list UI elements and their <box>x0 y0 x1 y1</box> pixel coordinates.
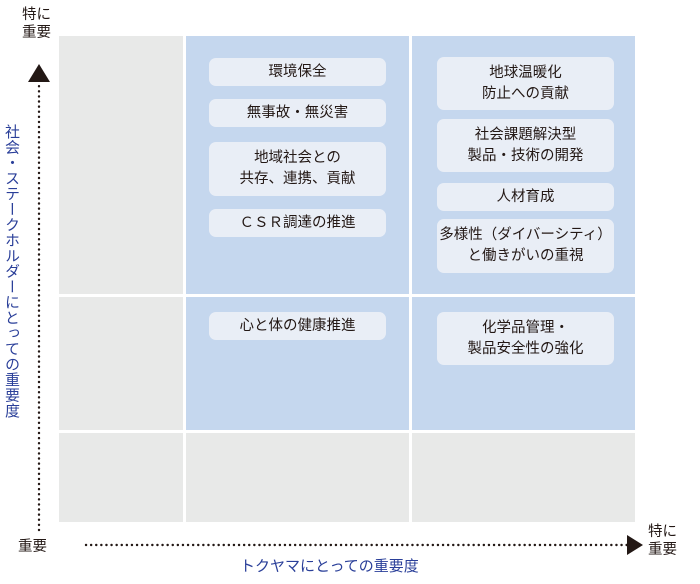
topic-global-warming: 地球温暖化 防止への貢献 <box>437 57 614 110</box>
y-axis-high-label: 特に 重要 <box>22 7 51 41</box>
cell-bottom-right <box>412 433 635 522</box>
topic-community: 地域社会との 共存、連携、貢献 <box>209 142 386 196</box>
x-axis-low-label: 重要 <box>18 539 47 555</box>
y-axis-title: 社会・ステークホルダーにとっての重要度 <box>3 124 21 419</box>
x-axis-arrow <box>84 535 643 555</box>
topic-human-resources: 人材育成 <box>437 183 614 211</box>
cell-top-left <box>59 36 183 294</box>
topic-zero-accidents: 無事故・無災害 <box>209 99 386 127</box>
topic-diversity: 多様性（ダイバーシティ） と働きがいの重視 <box>437 219 614 273</box>
x-axis-title: トクヤマにとっての重要度 <box>240 557 419 575</box>
cell-bottom-middle <box>186 433 409 522</box>
topic-environment: 環境保全 <box>209 58 386 86</box>
x-axis-high-label: 特に 重要 <box>648 524 677 558</box>
topic-chemical-safety: 化学品管理・ 製品安全性の強化 <box>437 312 614 365</box>
topic-social-solutions: 社会課題解決型 製品・技術の開発 <box>437 119 614 172</box>
topic-health: 心と体の健康推進 <box>209 312 386 340</box>
cell-bottom-left <box>59 433 183 522</box>
topic-csr-procurement: ＣＳＲ調達の推進 <box>209 209 386 237</box>
y-axis-arrow <box>28 64 50 532</box>
cell-middle-left <box>59 297 183 430</box>
